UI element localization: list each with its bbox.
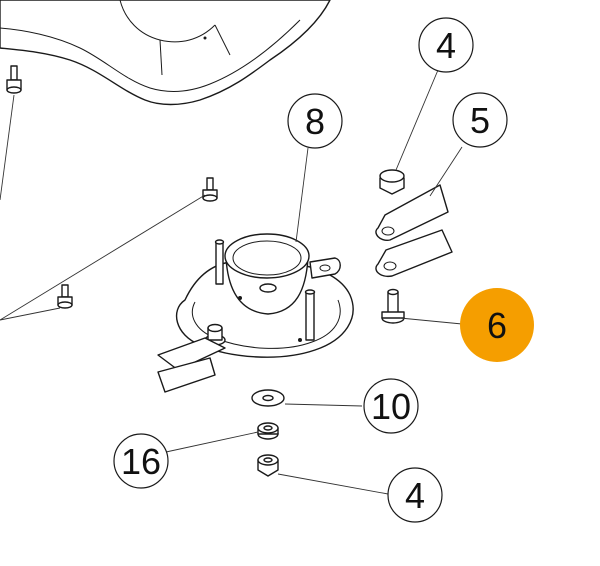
callout-label: 5 bbox=[470, 100, 490, 141]
callout-leader-lines bbox=[165, 69, 463, 495]
blade-disc-assembly bbox=[157, 233, 354, 393]
callout-4-top: 4 bbox=[418, 17, 474, 73]
callout-10: 10 bbox=[363, 378, 419, 434]
callout-label: 8 bbox=[305, 101, 325, 142]
callout-8: 8 bbox=[287, 93, 343, 149]
bolt-left-low bbox=[57, 284, 73, 309]
callout-label: 6 bbox=[487, 305, 507, 346]
bolt-left-mid bbox=[202, 177, 218, 202]
blade-upper bbox=[375, 184, 449, 241]
callout-label: 10 bbox=[371, 386, 411, 427]
blade-lower bbox=[375, 229, 453, 278]
callout-label: 4 bbox=[405, 475, 425, 516]
callout-16: 16 bbox=[113, 433, 169, 489]
nut-bottom bbox=[257, 454, 279, 477]
bolt-left-top bbox=[6, 65, 22, 94]
bolt-leader-lines bbox=[0, 94, 206, 321]
deck-housing bbox=[0, 0, 331, 106]
callout-4-bottom: 4 bbox=[387, 467, 443, 523]
nut-top bbox=[379, 169, 405, 195]
callout-label: 4 bbox=[436, 25, 456, 66]
callout-label: 16 bbox=[121, 441, 161, 482]
callout-5: 5 bbox=[452, 92, 508, 148]
callout-6-highlighted: 6 bbox=[460, 288, 534, 362]
lock-washer-part-16 bbox=[257, 422, 279, 440]
washer-part-10 bbox=[251, 389, 285, 407]
